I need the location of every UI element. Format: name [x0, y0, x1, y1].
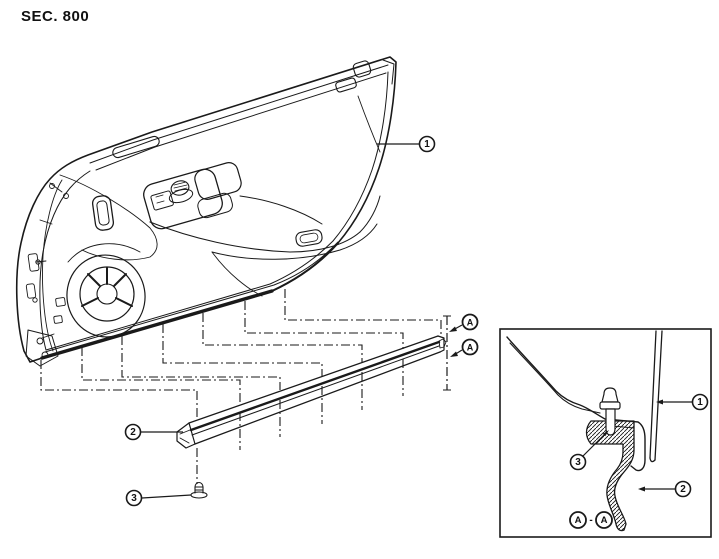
inset-callout-part2-label: 2 — [680, 484, 686, 495]
callout-part3-label: 3 — [131, 493, 137, 504]
molding-strip — [176, 335, 447, 449]
callout-part2-label: 2 — [130, 427, 136, 438]
callout-sectionA-bottom: A — [450, 338, 479, 357]
callout-part2: 2 — [124, 423, 183, 441]
callout-part1-label: 1 — [424, 139, 430, 150]
inset-detail-box: 1 2 3 A - A — [499, 328, 712, 538]
leader-lines — [40, 289, 442, 484]
inset-clip-part3 — [599, 387, 621, 436]
section-line: A A — [443, 313, 479, 391]
inset-section-label: A - A — [569, 511, 613, 529]
clip-fastener — [190, 481, 208, 499]
callout-sectionA-top: A — [449, 313, 479, 332]
inset-section-label-separator: - — [589, 515, 592, 526]
inset-callout-part3-label: 3 — [575, 457, 581, 468]
inset-weatherstrip-section — [585, 420, 635, 532]
callout-part3: 3 — [125, 489, 192, 507]
inset-callout-part1: 1 — [656, 393, 709, 411]
inset-callout-part3: 3 — [569, 430, 609, 471]
section-title: SEC. 800 — [21, 8, 90, 25]
door-trim-panel — [15, 56, 397, 367]
inset-callout-part1-label: 1 — [697, 397, 703, 408]
callout-part1: 1 — [377, 135, 436, 153]
callout-sectionA-bottom-label: A — [467, 343, 474, 353]
inset-callout-part2: 2 — [638, 480, 692, 498]
inset-section-label-left: A — [575, 515, 582, 526]
inset-strip-part1 — [649, 330, 663, 463]
inset-section-label-right: A — [601, 515, 608, 526]
callout-sectionA-top-label: A — [467, 318, 474, 328]
